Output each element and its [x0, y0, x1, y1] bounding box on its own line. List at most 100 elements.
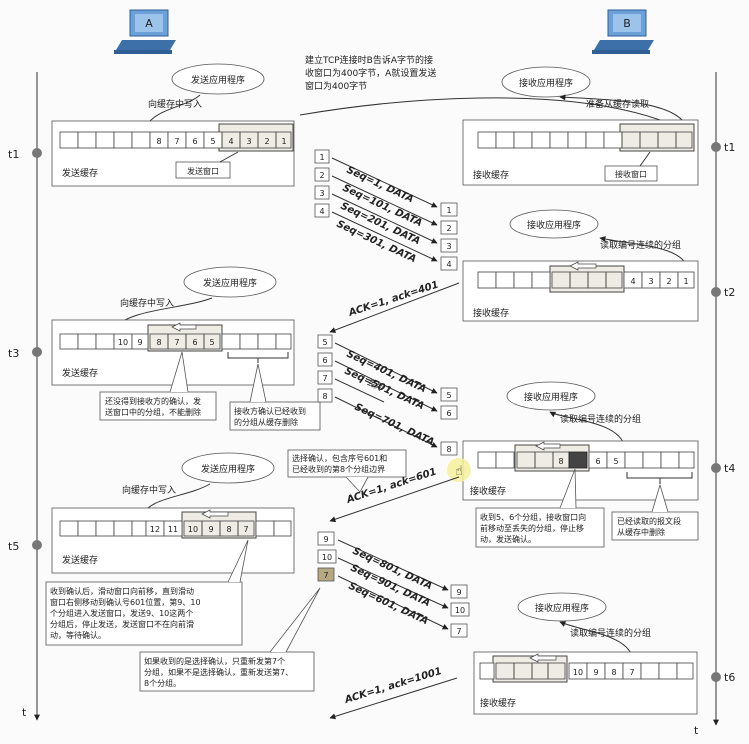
recv-app-label-t1: 接收应用程序 — [519, 77, 573, 89]
recv-buffer-label-t1: 接收缓存 — [473, 169, 509, 181]
a-t1-cell-7: 7 — [174, 137, 179, 146]
window-slide-arrow-t5 — [201, 509, 229, 519]
a-t1-cell-4: 4 — [228, 137, 233, 146]
received-out-of-order-cell — [568, 451, 588, 469]
resend-note-line3: 8个分组。 — [144, 678, 181, 688]
time-label-a-t5: t5 — [8, 540, 19, 553]
connect-note-line1: 建立TCP连接时B告诉A字节的接 — [305, 54, 433, 66]
slide-note-line4: 分组后，停止发送，发送窗口不在向前滑 — [50, 619, 194, 629]
hand-cursor-icon: ☝ — [455, 464, 463, 479]
recv-app-bubble-t2 — [509, 209, 599, 239]
pkt-out-5: 5 — [322, 338, 327, 347]
deleted-note-line1: 已经读取的报文段 — [617, 516, 681, 526]
send-buffer-label-t1: 发送缓存 — [62, 167, 98, 179]
a-t5-cell-9: 9 — [208, 525, 213, 534]
recv-buffer-cells-t1 — [477, 131, 693, 149]
pkt-in-3: 3 — [446, 242, 451, 251]
slide-note-line3: 个分组进入发送窗口，发送9、10这两个 — [50, 608, 193, 618]
time-axis-b: t — [694, 724, 699, 737]
pkt-out-9: 9 — [323, 535, 328, 544]
window-slide-arrow-t6 — [529, 653, 557, 663]
pkt-in-2: 2 — [446, 224, 451, 233]
a-t1-cell-6: 6 — [192, 137, 197, 146]
recv-buffer-label-t6: 接收缓存 — [480, 697, 516, 709]
slide-note-line1: 收到确认后，滑动窗口向前移，直到滑动 — [50, 586, 194, 596]
pkt-out-7-retransmit: 7 — [323, 571, 328, 580]
acked-brace — [227, 352, 289, 363]
resend-note-line2: 分组，如果不是选择确认，重新发送第7、 — [144, 667, 293, 677]
ack401-arrow — [329, 282, 460, 333]
a-t1-cell-2: 2 — [264, 137, 269, 146]
connect-note-pointer — [299, 97, 661, 121]
recv-window-tag-label-t1: 接收窗口 — [615, 169, 647, 179]
time-dot-b-t4 — [711, 463, 721, 473]
a-t3-cell-8: 8 — [156, 338, 161, 347]
recv-lost-note-box — [475, 507, 605, 548]
sack-note-box — [287, 449, 407, 478]
recv-window-tag-t1 — [604, 165, 658, 182]
pkt-in-10: 10 — [455, 606, 465, 615]
send-app-label-t1: 发送应用程序 — [191, 74, 245, 86]
pkt-in-7: 7 — [456, 627, 461, 636]
recv-lost-note-line2: 前移动至丢失的分组，停止移 — [480, 523, 584, 533]
send-app-bubble-t5 — [181, 452, 275, 484]
b-t6-cell-8: 8 — [611, 668, 616, 677]
recv-app-bubble-t4 — [506, 381, 596, 411]
acked-note-line2: 的分组从缓存删除 — [234, 417, 298, 427]
write-label-t1: 向缓存中写入 — [148, 98, 202, 110]
incoming-packets-5-8 — [440, 387, 458, 456]
a-t5-cell-11: 11 — [168, 525, 178, 534]
unacked-note-line1: 还没得到接收方的确认，发 — [105, 396, 201, 406]
recv-app-label-t2: 接收应用程序 — [527, 219, 581, 231]
send-app-label-t5: 发送应用程序 — [201, 463, 255, 475]
recv-buffer-cells-t2 — [477, 271, 695, 289]
ack601-arrow — [329, 476, 460, 523]
write-label-t3: 向缓存中写入 — [120, 297, 174, 309]
a-t1-cell-8: 8 — [156, 137, 161, 146]
recv-app-bubble-t6 — [517, 592, 607, 622]
a-t5-cell-7: 7 — [243, 525, 248, 534]
a-t1-cell-1: 1 — [281, 137, 286, 146]
b-t4-cell-6: 6 — [595, 457, 600, 466]
unacked-note-box — [99, 391, 217, 421]
host-b-label: B — [623, 17, 631, 30]
cursor-highlight — [447, 458, 471, 482]
pkt-out-7: 7 — [322, 374, 327, 383]
b-t4-cell-5: 5 — [613, 457, 618, 466]
a-t3-cell-5: 5 — [209, 338, 214, 347]
read-consecutive-label-t6: 读取编号连续的分组 — [570, 627, 651, 639]
pkt-in-5: 5 — [446, 391, 451, 400]
recv-app-label-t6: 接收应用程序 — [535, 602, 589, 614]
recv-app-bubble-t1 — [501, 66, 591, 98]
time-axis-a: t — [22, 706, 27, 719]
pkt-in-9: 9 — [456, 588, 461, 597]
outgoing-packets-5-8 — [317, 334, 333, 403]
window-slide-arrow-t4 — [535, 441, 561, 451]
resend-note-box — [139, 651, 315, 692]
pkt-out-4: 4 — [319, 207, 324, 216]
time-label-b-t2: t2 — [724, 286, 735, 299]
a-t3-cell-6: 6 — [192, 338, 197, 347]
host-b-computer-icon — [592, 9, 654, 54]
incoming-packets-1-4 — [440, 202, 458, 271]
a-t1-cell-3: 3 — [246, 137, 251, 146]
time-dot-a-t3 — [32, 347, 42, 357]
recv-buffer-cells-t6 — [479, 662, 694, 680]
a-t3-cell-9: 9 — [137, 338, 142, 347]
recv-buffer-label-t2: 接收缓存 — [473, 307, 509, 319]
deleted-note-line2: 从缓存中删除 — [617, 527, 665, 537]
msg-ack401: ACK=1, ack=401 — [347, 279, 440, 319]
a-t5-cell-12: 12 — [150, 525, 160, 534]
sack-note-line1: 选择确认，包含序号601和 — [292, 453, 387, 463]
send-buffer-label-t3: 发送缓存 — [62, 367, 98, 379]
prepare-read-label: 准备从缓存读取 — [586, 98, 649, 110]
time-marks — [32, 142, 721, 682]
send-app-label-t3: 发送应用程序 — [203, 277, 257, 289]
pkt-out-2: 2 — [319, 171, 324, 180]
time-dot-b-t6 — [711, 672, 721, 682]
outgoing-packets-9-10-7 — [317, 531, 337, 582]
send-buffer-cells-t1 — [59, 131, 292, 149]
send-app-bubble-t3 — [183, 266, 277, 298]
recv-lost-note-line1: 收到5、6个分组，接收窗口向 — [480, 512, 586, 522]
